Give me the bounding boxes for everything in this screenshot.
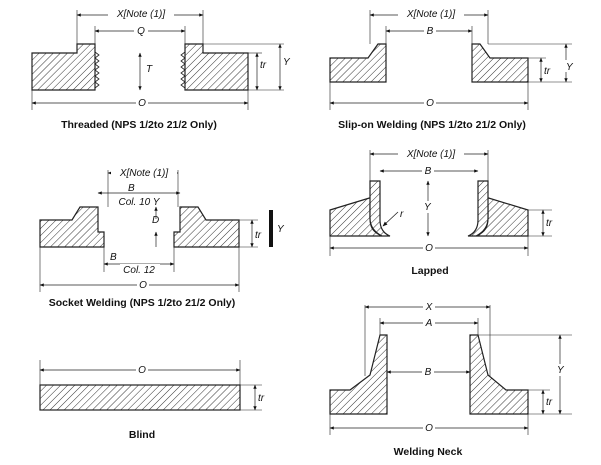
socket-o-label: O <box>139 280 147 291</box>
slip-on-y-label: Y <box>566 62 574 73</box>
socket-b-col12-letter: B <box>110 252 117 263</box>
welding-neck-b-label: B <box>425 367 432 378</box>
socket-d-label: D <box>152 215 159 226</box>
slip-on-tr-label: tr <box>544 66 551 77</box>
slip-on-right-section <box>471 43 529 83</box>
lapped-caption: Lapped <box>411 265 448 277</box>
slip-on-flange: X[Note (1)] B tr Y O Slip-on Welding (NP… <box>329 7 575 131</box>
blind-caption: Blind <box>129 429 155 441</box>
welding-neck-flange: X A B tr Y O Welding Neck <box>329 301 572 458</box>
threaded-caption: Threaded (NPS 1/2to 21/2 Only) <box>61 119 217 131</box>
lapped-y-label: Y <box>424 202 432 213</box>
welding-neck-left-section <box>329 334 388 415</box>
welding-neck-tr-label: tr <box>546 397 553 408</box>
threaded-o-label: O <box>138 98 146 109</box>
slip-on-left-section <box>329 43 387 83</box>
lapped-flange: X[Note (1)] B Y r tr O Lapped <box>329 147 553 277</box>
slip-on-x-label: X[Note (1)] <box>406 9 456 20</box>
lapped-b-label: B <box>425 166 432 177</box>
lapped-o-label: O <box>425 243 433 254</box>
threaded-t-label: T <box>146 64 153 75</box>
welding-neck-a-label: A <box>425 318 433 329</box>
thread-left <box>94 51 100 89</box>
lapped-x-label: X[Note (1)] <box>406 149 456 160</box>
blind-plate <box>39 384 241 411</box>
lapped-tr-label: tr <box>546 218 553 229</box>
threaded-q-label: Q <box>137 26 145 37</box>
lapped-r-label: r <box>400 209 404 220</box>
socket-x-label: X[Note (1)] <box>119 168 169 179</box>
welding-neck-o-label: O <box>425 423 433 434</box>
threaded-flange: X[Note (1)] Q T tr Y O Threaded (NPS 1/2… <box>31 7 291 131</box>
threaded-tr-label: tr <box>260 60 267 71</box>
threaded-y-label: Y <box>283 57 291 68</box>
socket-col12-label: Col. 12 <box>123 265 155 276</box>
socket-b-col10-letter: B <box>128 183 135 194</box>
welding-neck-y-label: Y <box>557 365 565 376</box>
slip-on-o-label: O <box>426 98 434 109</box>
blind-tr-label: tr <box>258 393 265 404</box>
blind-flange: O tr Blind <box>39 360 265 441</box>
thread-right <box>180 51 186 89</box>
welding-neck-right-section <box>469 334 529 415</box>
threaded-flange-right-section <box>184 43 249 91</box>
lapped-stub-end-right <box>467 180 489 237</box>
lapped-stub-end-left <box>369 180 391 237</box>
threaded-x-label: X[Note (1)] <box>116 9 166 20</box>
threaded-flange-left-section <box>31 43 96 91</box>
socket-col10-label: Col. 10 Y <box>119 197 161 208</box>
socket-y-bar <box>269 210 273 247</box>
socket-welding-flange: X[Note (1)] B Col. 10 Y D B Col. 12 tr Y… <box>39 166 285 309</box>
slip-on-caption: Slip-on Welding (NPS 1/2to 21/2 Only) <box>338 119 526 131</box>
socket-tr-label: tr <box>255 230 262 241</box>
socket-y-label: Y <box>277 224 285 235</box>
blind-o-label: O <box>138 365 146 376</box>
socket-right-section <box>173 206 240 248</box>
socket-caption: Socket Welding (NPS 1/2to 21/2 Only) <box>49 297 236 309</box>
slip-on-b-label: B <box>427 26 434 37</box>
socket-left-section <box>39 206 105 248</box>
welding-neck-caption: Welding Neck <box>394 446 463 458</box>
welding-neck-x-label: X <box>425 302 433 313</box>
